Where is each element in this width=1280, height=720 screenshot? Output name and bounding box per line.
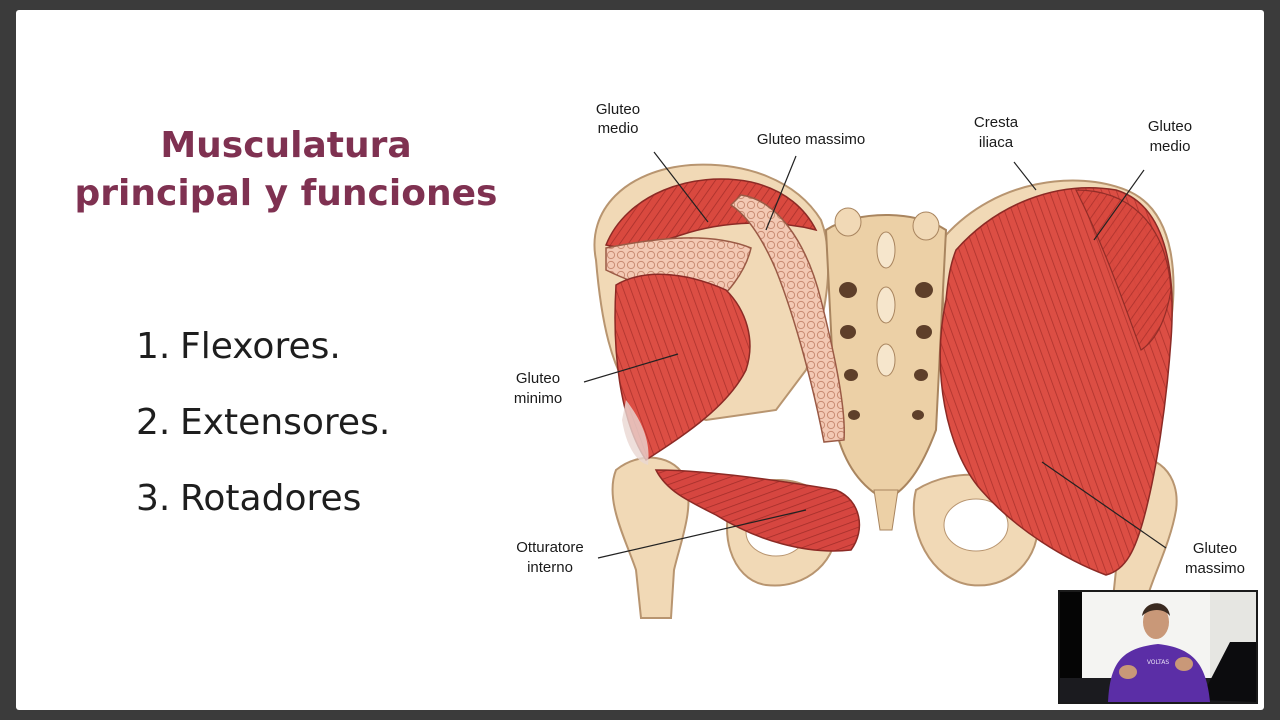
gluteo-massimo-right-muscle [939, 187, 1173, 576]
list-item-number: 2. [136, 402, 171, 443]
label-gluteo-minimo-2: minimo [514, 390, 562, 407]
list-item: 1.Flexores. [136, 314, 390, 390]
list-item: 3.Rotadores [136, 466, 390, 542]
list-item-number: 1. [136, 326, 171, 367]
list-item-text: Rotadores [180, 478, 362, 519]
presenter-webcam: VOLTAS [1058, 590, 1258, 704]
leader-lines [583, 151, 1167, 559]
label-gluteo-medio-right-1: Gluteo [1148, 118, 1192, 135]
function-list: 1.Flexores. 2.Extensores. 3.Rotadores [136, 314, 390, 542]
label-otturatore-2: interno [527, 559, 573, 576]
label-gluteo-massimo-right-2: massimo [1185, 560, 1245, 577]
label-gluteo-minimo-1: Gluteo [516, 370, 560, 387]
slide: Musculatura principal y funciones 1.Flex… [16, 10, 1264, 710]
label-cresta-1: Cresta [974, 114, 1019, 131]
pelvis-muscles [604, 178, 1173, 576]
list-item: 2.Extensores. [136, 390, 390, 466]
otturatore-interno-muscle [654, 469, 861, 552]
shirt-text: VOLTAS [1147, 659, 1170, 666]
slide-title-line-2: principal y funciones [74, 173, 498, 214]
figure-labels: Gluteo medio Gluteo massimo Cresta iliac… [514, 101, 1245, 577]
list-item-text: Extensores. [180, 402, 391, 443]
gluteo-medio-right-muscle [1075, 189, 1172, 351]
label-gluteo-massimo-top: Gluteo massimo [757, 131, 865, 148]
slide-title: Musculatura principal y funciones [56, 122, 516, 218]
presenter-video: VOLTAS [1060, 592, 1256, 702]
label-gluteo-medio-left-2: medio [598, 120, 639, 137]
label-cresta-2: iliaca [979, 134, 1014, 151]
list-item-number: 3. [136, 478, 171, 519]
list-item-text: Flexores. [180, 326, 341, 367]
label-gluteo-massimo-right-1: Gluteo [1193, 540, 1237, 557]
gluteo-massimo-left-cut [729, 194, 846, 443]
pelvis-anatomy-illustration: Gluteo medio Gluteo massimo Cresta iliac… [514, 101, 1245, 619]
label-gluteo-medio-right-2: medio [1150, 138, 1191, 155]
label-otturatore-1: Otturatore [516, 539, 584, 556]
label-gluteo-medio-left-1: Gluteo [596, 101, 640, 118]
slide-title-line-1: Musculatura [160, 125, 412, 166]
